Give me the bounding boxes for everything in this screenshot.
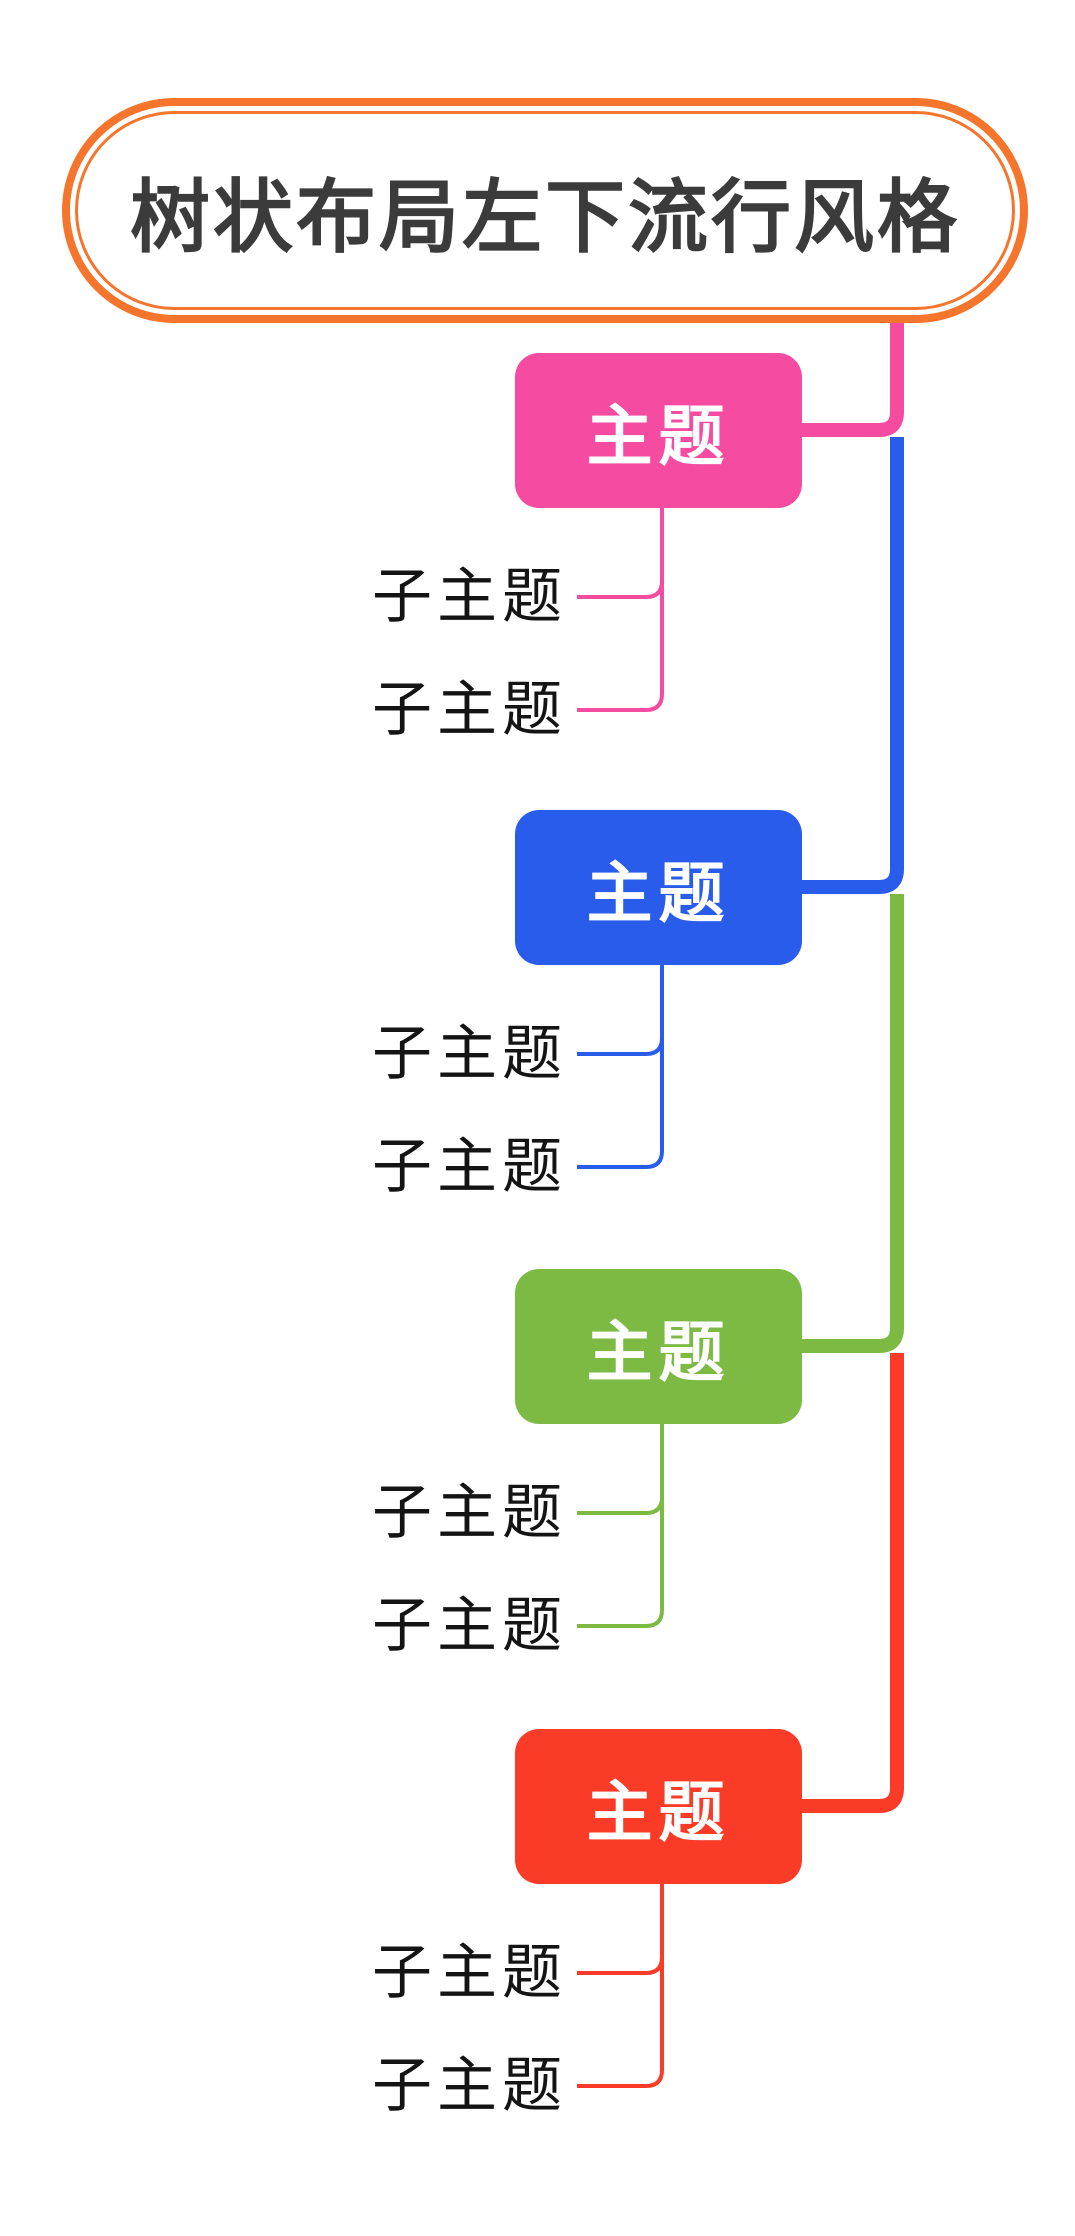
branch-1-subtopic-drop-line <box>577 506 664 712</box>
branch-1-trunk-line <box>802 312 904 437</box>
topic-node-4[interactable]: 主题 <box>515 1729 802 1884</box>
branch-2-subtopic-drop-line <box>577 963 664 1169</box>
subtopic-label-2-2[interactable]: 子主题 <box>372 1133 567 1200</box>
topic-node-1[interactable]: 主题 <box>515 353 802 508</box>
topic-node-2[interactable]: 主题 <box>515 810 802 965</box>
root-title: 树状布局左下流行风格 <box>130 172 960 262</box>
branch-4-subtopic-1-line <box>577 1956 664 1975</box>
topic-node-3[interactable]: 主题 <box>515 1269 802 1424</box>
subtopic-label-4-2[interactable]: 子主题 <box>372 2052 567 2119</box>
branch-3-subtopic-drop-line <box>577 1422 664 1628</box>
topic-1-label: 主题 <box>586 398 731 473</box>
branch-3-subtopic-1-line <box>577 1496 664 1515</box>
branch-2-subtopic-1-line <box>577 1037 664 1056</box>
topic-4-label: 主题 <box>586 1774 731 1849</box>
branch-2-trunk-line <box>802 437 904 894</box>
root-node-inner-border: 树状布局左下流行风格 <box>75 111 1015 310</box>
branch-4-subtopic-drop-line <box>577 1882 664 2088</box>
subtopic-label-4-1[interactable]: 子主题 <box>372 1939 567 2006</box>
subtopic-label-1-2[interactable]: 子主题 <box>372 676 567 743</box>
branch-4-trunk-line <box>802 1353 904 1813</box>
topic-2-label: 主题 <box>586 855 731 930</box>
branch-1-subtopic-1-line <box>577 580 664 599</box>
subtopic-label-2-1[interactable]: 子主题 <box>372 1020 567 1087</box>
subtopic-label-3-1[interactable]: 子主题 <box>372 1479 567 1546</box>
root-node[interactable]: 树状布局左下流行风格 <box>62 98 1028 323</box>
subtopic-label-3-2[interactable]: 子主题 <box>372 1592 567 1659</box>
topic-3-label: 主题 <box>586 1314 731 1389</box>
subtopic-label-1-1[interactable]: 子主题 <box>372 563 567 630</box>
branch-3-trunk-line <box>802 894 904 1353</box>
